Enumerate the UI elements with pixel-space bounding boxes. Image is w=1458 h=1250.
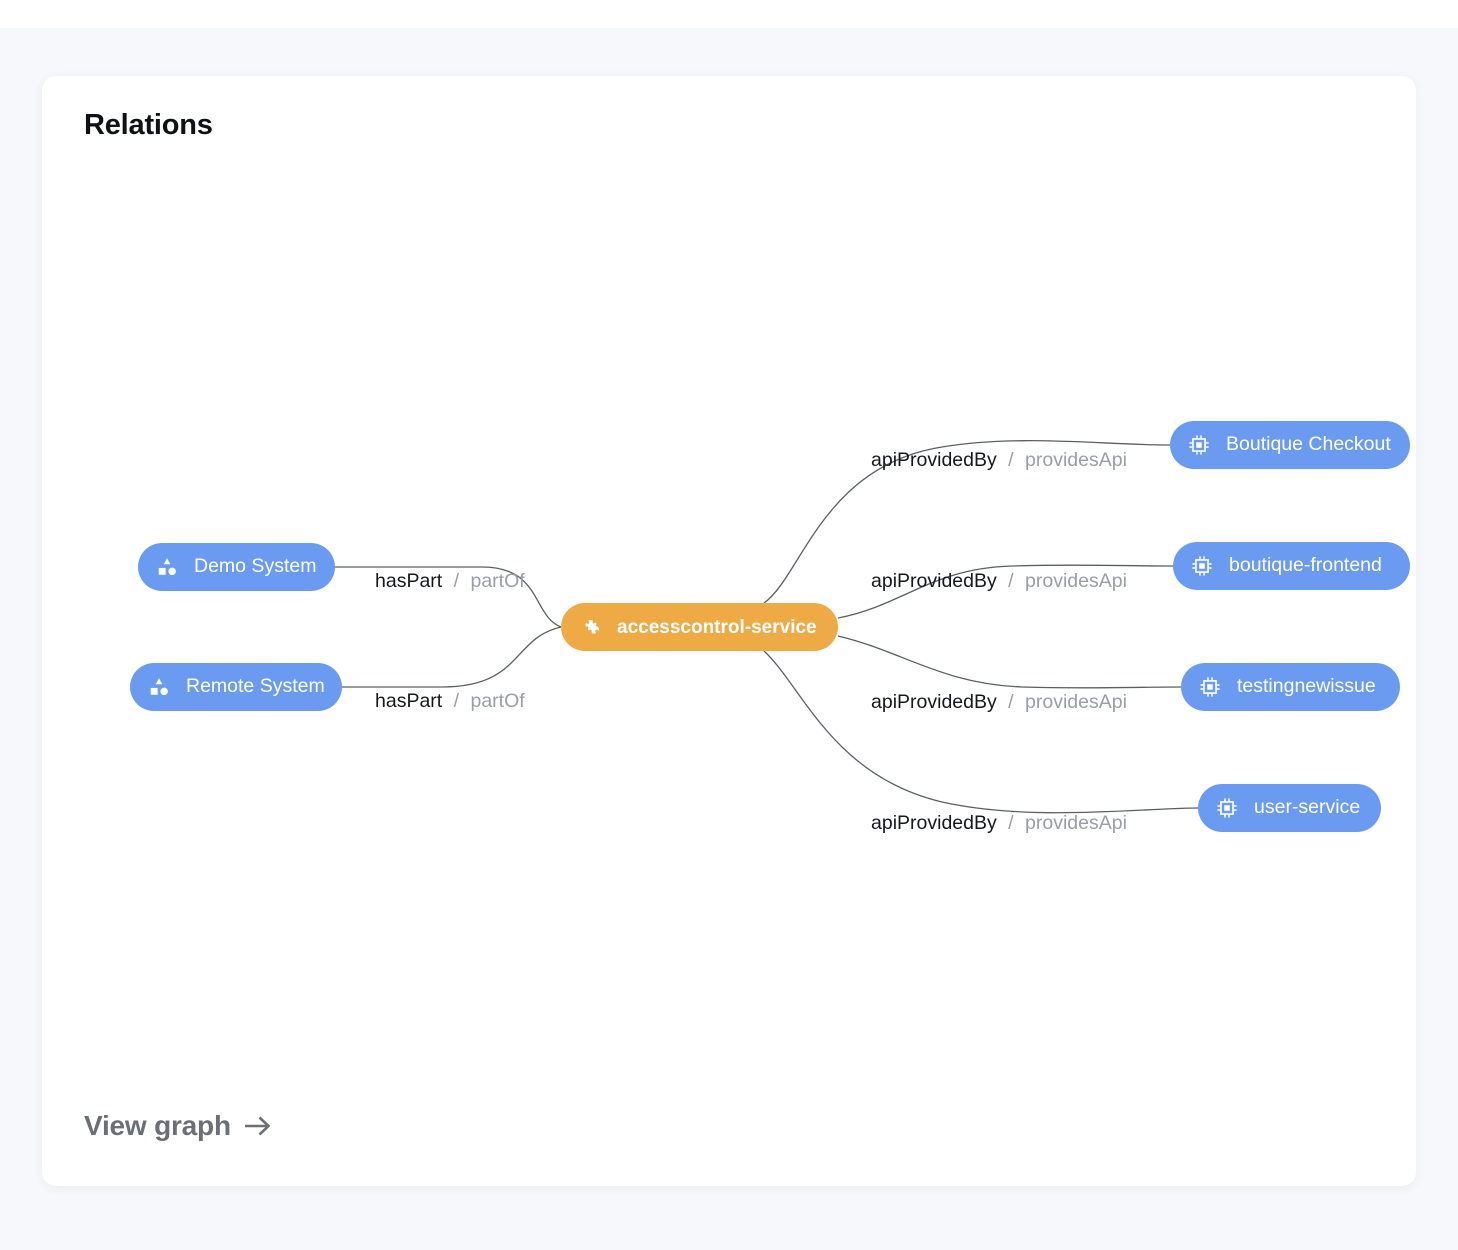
edge-label-forward: apiProvidedBy xyxy=(871,449,997,471)
edge-center-to-boutique-frontend xyxy=(837,564,1174,619)
edge-label-separator: / xyxy=(1008,449,1014,471)
edge-label-reverse: providesApi xyxy=(1025,449,1127,471)
node-boutique-frontend[interactable]: boutique-frontend xyxy=(1173,542,1410,590)
relations-card: Relations xyxy=(42,76,1416,1186)
edge-label-forward: hasPart xyxy=(375,690,443,712)
node-boutique-checkout[interactable]: Boutique Checkout xyxy=(1170,421,1410,469)
edge-label-api-boutique-checkout: apiProvidedBy / providesApi xyxy=(871,449,1127,471)
edge-label-haspart-remote: hasPart / partOf xyxy=(375,690,525,712)
node-label: user-service xyxy=(1254,796,1361,819)
edge-remote-system-to-center xyxy=(342,626,562,688)
edge-center-to-user-service xyxy=(763,650,1199,814)
chip-icon xyxy=(1199,676,1221,698)
node-label: Remote System xyxy=(186,675,325,698)
view-graph-link[interactable]: View graph xyxy=(84,1110,273,1142)
node-label: Demo System xyxy=(194,555,317,578)
node-label: Boutique Checkout xyxy=(1226,433,1391,456)
edge-label-api-boutique-frontend: apiProvidedBy / providesApi xyxy=(871,570,1127,592)
edge-label-api-user-service: apiProvidedBy / providesApi xyxy=(871,812,1127,834)
node-accesscontrol-service[interactable]: accesscontrol-service xyxy=(561,603,838,651)
edge-label-forward: hasPart xyxy=(375,570,443,592)
edge-label-reverse: providesApi xyxy=(1025,570,1127,592)
edge-label-separator: / xyxy=(1008,691,1014,713)
edge-center-to-testingnewissue xyxy=(837,635,1182,689)
edge-label-reverse: providesApi xyxy=(1025,691,1127,713)
category-shapes-icon xyxy=(156,556,178,578)
edge-label-forward: apiProvidedBy xyxy=(871,812,997,834)
edge-label-reverse: partOf xyxy=(470,690,525,712)
graph-edges xyxy=(335,440,1199,814)
arrow-right-icon xyxy=(243,1113,273,1139)
node-user-service[interactable]: user-service xyxy=(1198,784,1381,832)
node-label: boutique-frontend xyxy=(1229,554,1382,577)
puzzle-icon xyxy=(579,616,601,638)
category-shapes-icon xyxy=(148,676,170,698)
chip-icon xyxy=(1216,797,1238,819)
edge-label-forward: apiProvidedBy xyxy=(871,691,997,713)
node-remote-system[interactable]: Remote System xyxy=(130,663,342,711)
edge-label-reverse: providesApi xyxy=(1025,812,1127,834)
page-title: Relations xyxy=(84,109,213,141)
edge-label-forward: apiProvidedBy xyxy=(871,570,997,592)
edge-label-separator: / xyxy=(453,570,460,592)
edge-label-reverse: partOf xyxy=(470,570,525,592)
node-label: accesscontrol-service xyxy=(617,616,817,638)
edge-demo-system-to-center xyxy=(335,566,562,628)
chip-icon xyxy=(1191,555,1213,577)
chip-icon xyxy=(1188,434,1210,456)
node-testingnewissue[interactable]: testingnewissue xyxy=(1181,663,1400,711)
node-demo-system[interactable]: Demo System xyxy=(138,543,335,591)
edge-label-separator: / xyxy=(1008,812,1014,834)
relations-graph: Demo System Remote System xyxy=(42,76,1416,1186)
edge-label-separator: / xyxy=(453,690,460,712)
view-graph-label: View graph xyxy=(84,1110,231,1141)
edge-label-separator: / xyxy=(1008,570,1014,592)
edge-label-api-testingnewissue: apiProvidedBy / providesApi xyxy=(871,691,1127,713)
edge-center-to-boutique-checkout xyxy=(763,440,1171,604)
edge-label-haspart-demo: hasPart / partOf xyxy=(375,570,525,592)
page-top-strip xyxy=(0,0,1458,28)
node-label: testingnewissue xyxy=(1237,675,1376,698)
